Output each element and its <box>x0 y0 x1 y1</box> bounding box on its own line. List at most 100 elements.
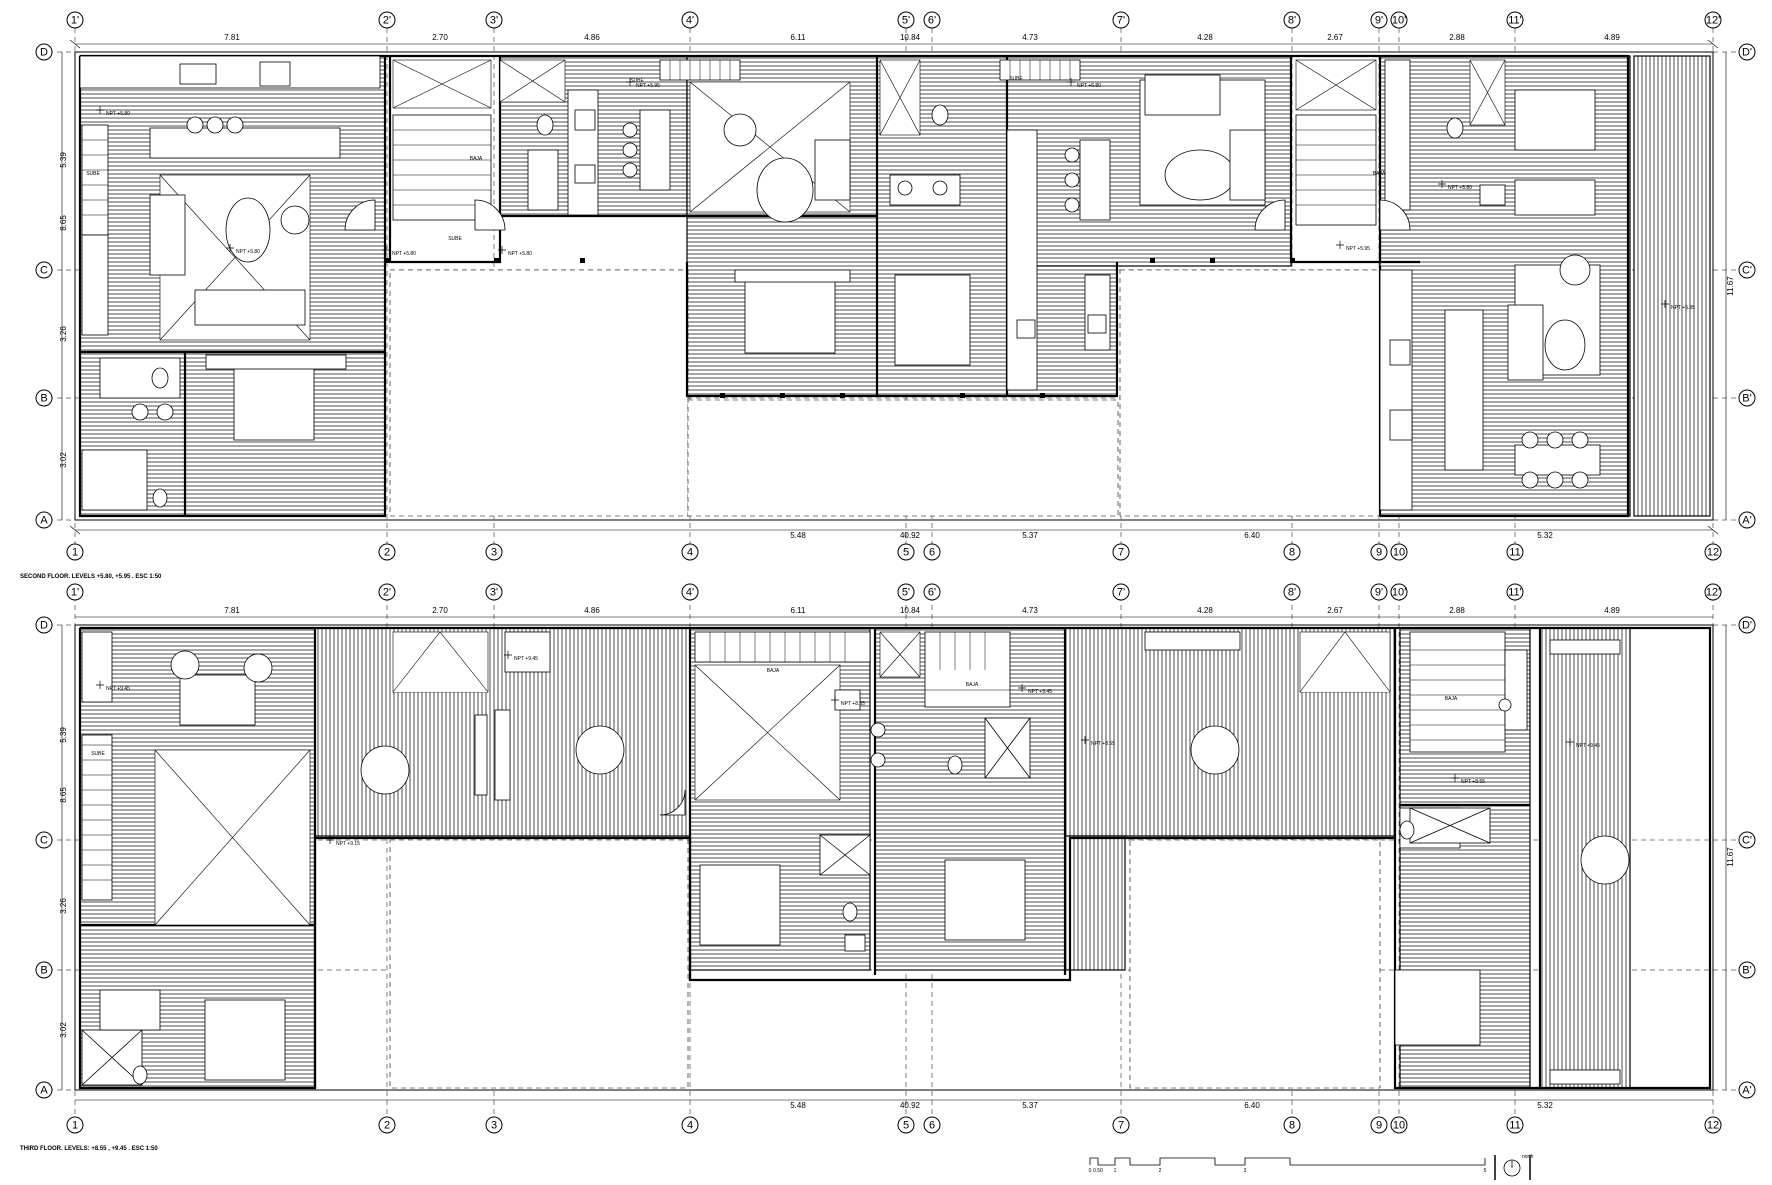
svg-text:A': A' <box>1742 1085 1751 1097</box>
svg-text:4: 4 <box>687 1120 693 1132</box>
grid-bubble-top: 7' <box>1112 11 1130 29</box>
svg-text:10: 10 <box>1393 547 1405 559</box>
dimension-value: 2.70 <box>432 33 448 42</box>
dimension-value: 10.84 <box>900 33 921 42</box>
svg-text:C': C' <box>1742 835 1752 847</box>
svg-text:6': 6' <box>928 15 936 27</box>
dimension-value: 8.65 <box>59 215 68 231</box>
level-mark: NPT +5.95 <box>626 78 660 89</box>
svg-text:7': 7' <box>1117 587 1125 599</box>
dimension-value: 4.89 <box>1604 606 1620 615</box>
svg-text:12: 12 <box>1707 1120 1719 1132</box>
svg-text:6: 6 <box>929 1120 935 1132</box>
grid-bubble-top: 8' <box>1283 583 1301 601</box>
grid-bubble-top: 3' <box>485 583 503 601</box>
level-mark: NPT +8.55 <box>831 696 865 707</box>
dimension-value: 4.73 <box>1022 33 1038 42</box>
dimension-lines <box>61 39 1727 535</box>
svg-text:5: 5 <box>903 547 909 559</box>
svg-text:2': 2' <box>383 587 391 599</box>
grid-bubble-top: 11' <box>1506 11 1524 29</box>
stair-direction-label: SUBE <box>91 751 105 757</box>
grid-bubble-bottom: 2 <box>378 543 396 561</box>
grid-bubble-top: 8' <box>1283 11 1301 29</box>
svg-text:B: B <box>40 965 47 977</box>
svg-text:12': 12' <box>1706 15 1720 27</box>
svg-text:1: 1 <box>72 1120 78 1132</box>
dimension-value: 5.37 <box>1022 531 1038 540</box>
grid-bubble-bottom: 9 <box>1370 543 1388 561</box>
svg-text:3': 3' <box>490 15 498 27</box>
svg-text:D: D <box>40 620 48 632</box>
grid-bubble-right: C' <box>1738 831 1756 849</box>
right-dimension-values: 11.67 <box>1726 276 1735 296</box>
dimension-value: 5.37 <box>1022 1101 1038 1110</box>
dimension-value: 6.40 <box>1244 1101 1260 1110</box>
svg-text:8: 8 <box>1289 547 1295 559</box>
dimension-value: 5.48 <box>790 531 806 540</box>
grid-bubble-left: D <box>35 43 53 61</box>
level-mark: NPT +5.95 <box>1661 300 1695 311</box>
svg-text:NPT +5.95: NPT +5.95 <box>636 83 660 89</box>
grid-bubble-top: 1' <box>66 583 84 601</box>
svg-text:5: 5 <box>903 1120 909 1132</box>
grid-bubble-top: 4' <box>681 11 699 29</box>
svg-text:B': B' <box>1742 393 1751 405</box>
svg-text:6': 6' <box>928 587 936 599</box>
grid-bubble-left: A <box>35 511 53 529</box>
svg-text:A: A <box>40 1085 48 1097</box>
dimension-value: 2.88 <box>1449 606 1465 615</box>
dimension-value: 40.92 <box>900 1101 921 1110</box>
scale-bar-label: 1 <box>1114 1168 1117 1174</box>
level-mark: NPT +5.80 <box>1438 180 1472 191</box>
grid-bubble-bottom: 1 <box>66 543 84 561</box>
dimension-value: 4.89 <box>1604 33 1620 42</box>
svg-text:NPT +8.55: NPT +8.55 <box>841 701 865 707</box>
svg-text:NPT +5.95: NPT +5.95 <box>1346 246 1370 252</box>
dimension-value: 2.67 <box>1327 606 1343 615</box>
grid-bubble-top: 10' <box>1390 11 1408 29</box>
svg-text:NPT +5.80: NPT +5.80 <box>106 111 130 117</box>
stair-direction-label: SUBE <box>1009 76 1023 82</box>
svg-text:8': 8' <box>1288 15 1296 27</box>
grid-bubble-top: 1' <box>66 11 84 29</box>
stair-treads <box>82 632 1505 881</box>
svg-text:5': 5' <box>902 15 910 27</box>
dimension-value: 3.02 <box>59 452 68 468</box>
level-mark: NPT +9.45 <box>504 651 538 662</box>
svg-text:3: 3 <box>491 547 497 559</box>
dimension-value: 7.81 <box>224 33 240 42</box>
grid-bubble-bottom: 2 <box>378 1116 396 1134</box>
stair-direction-label: BAJA <box>1373 171 1386 177</box>
grid-bubble-bottom: 10 <box>1390 1116 1408 1134</box>
svg-text:NPT +9.45: NPT +9.45 <box>106 686 130 692</box>
grid-bubble-bottom: 5 <box>897 1116 915 1134</box>
svg-text:7': 7' <box>1117 15 1125 27</box>
left-dimension-values: 5.398.653.263.02 <box>59 152 68 468</box>
dimension-value: 5.32 <box>1537 531 1553 540</box>
svg-text:NPT +9.45: NPT +9.45 <box>1576 743 1600 749</box>
grid-bubble-bottom: 9 <box>1370 1116 1388 1134</box>
dimension-value: 8.65 <box>59 787 68 803</box>
grid-bubble-left: C <box>35 831 53 849</box>
svg-text:9: 9 <box>1376 547 1382 559</box>
grid-bubble-top: 9' <box>1370 583 1388 601</box>
dimension-value: 5.39 <box>59 152 68 168</box>
dimension-lines <box>61 616 1727 1101</box>
grid-bubble-bottom: 7 <box>1112 543 1130 561</box>
open-to-below <box>389 839 1381 1089</box>
stairs <box>81 631 1506 901</box>
second-floor-plan: 1'2'3'4'5'6'7'8'9'10'11'12' 123456789101… <box>20 11 1756 580</box>
dimension-value: 2.88 <box>1449 33 1465 42</box>
svg-text:2: 2 <box>384 547 390 559</box>
svg-text:12: 12 <box>1707 547 1719 559</box>
level-mark: NPT +5.80 <box>96 106 130 117</box>
svg-text:4: 4 <box>687 547 693 559</box>
grid-bubble-left: C <box>35 261 53 279</box>
svg-text:A': A' <box>1742 515 1751 527</box>
dimension-value: 5.39 <box>59 727 68 743</box>
